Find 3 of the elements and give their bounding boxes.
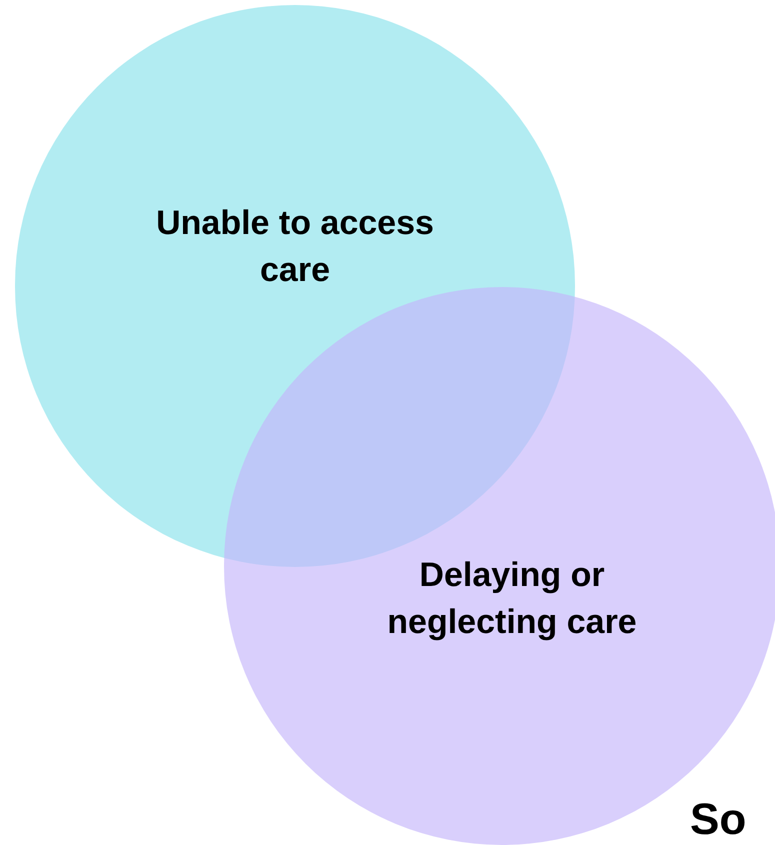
circle-label: Unable to access care	[155, 203, 435, 291]
circle-label: Delaying or neglecting care	[386, 555, 638, 643]
heading-text: So	[690, 796, 746, 844]
